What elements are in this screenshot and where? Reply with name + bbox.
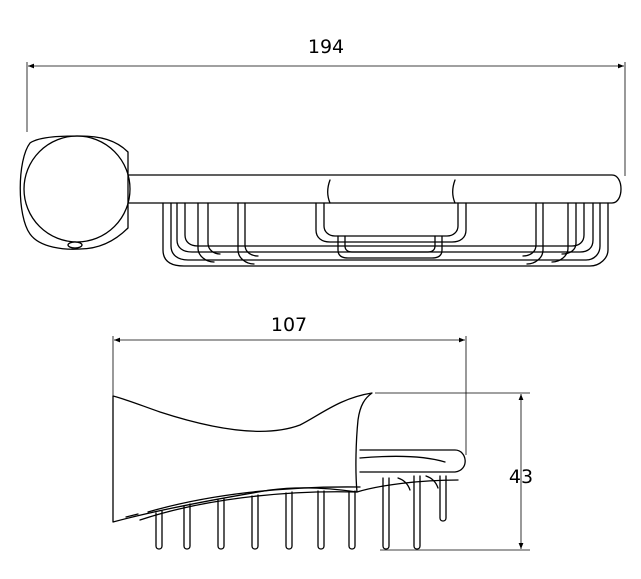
dimension-label-194: 194	[308, 36, 344, 58]
mount-disc	[23, 135, 131, 243]
wire-2	[183, 503, 191, 550]
wire-4	[251, 494, 259, 550]
dimension-label-107: 107	[271, 314, 307, 336]
wire-7	[348, 490, 356, 550]
side-view: 107 43	[112, 314, 533, 551]
holder-rod	[127, 174, 622, 204]
wire-3	[217, 498, 225, 550]
dimension-label-43: 43	[509, 466, 533, 488]
basket-side	[139, 449, 466, 550]
dimension-194: 194	[26, 36, 626, 176]
basket-top	[162, 202, 609, 267]
top-view: 194	[19, 36, 626, 267]
dimension-107: 107	[112, 314, 467, 455]
wire-8	[382, 477, 390, 550]
wall-mount-top	[19, 135, 131, 250]
set-screw-hole	[67, 241, 83, 249]
wire-9	[413, 475, 421, 550]
wire-10	[439, 475, 447, 522]
wall-mount-side	[112, 392, 373, 523]
wire-5	[285, 491, 293, 550]
dimension-43: 43	[375, 392, 533, 551]
wire-1	[155, 510, 163, 550]
wire-6	[317, 490, 325, 550]
